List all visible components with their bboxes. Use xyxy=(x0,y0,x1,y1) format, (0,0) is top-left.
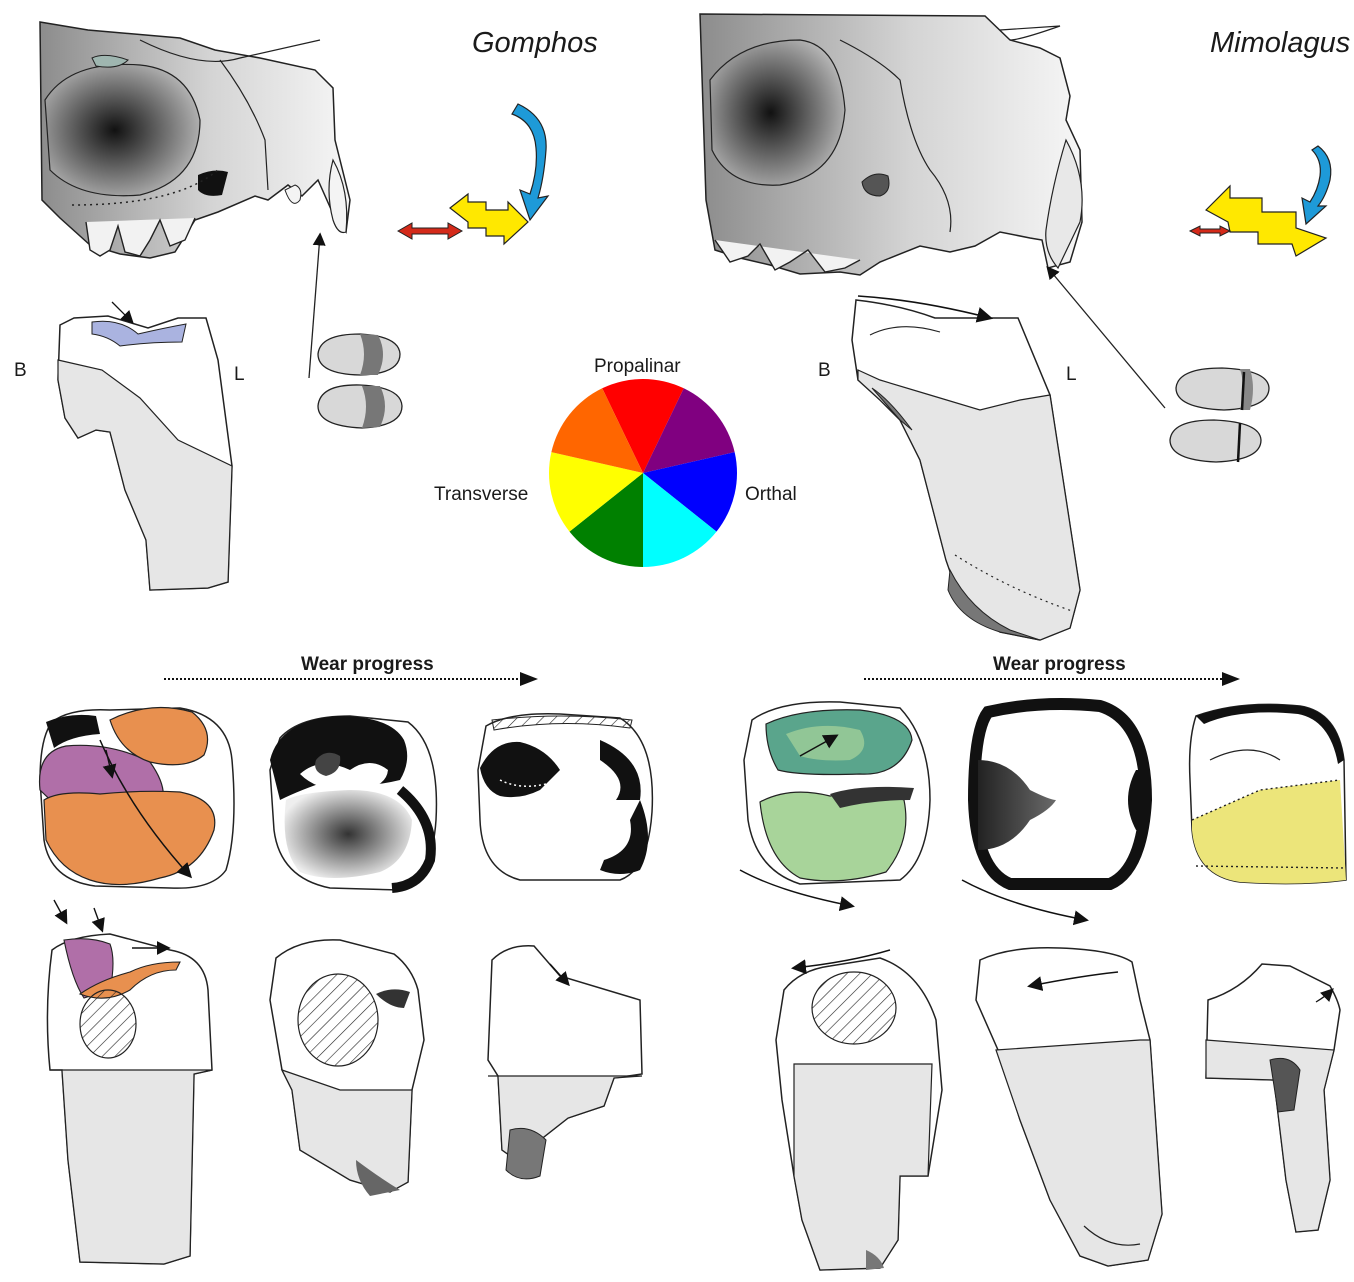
mimolagus-wear-lateral-1 xyxy=(776,950,942,1270)
gomphos-lingual-label: L xyxy=(234,364,245,385)
mimolagus-occlusal-stage-3 xyxy=(1190,704,1346,883)
gomphos-wear-lateral-3 xyxy=(488,946,642,1179)
mimolagus-occlusal-stage-2 xyxy=(962,704,1146,920)
wheel-label-orthal: Orthal xyxy=(745,484,797,505)
mimolagus-movement-arrows xyxy=(1190,146,1331,256)
gomphos-wear-lateral-1 xyxy=(47,900,212,1264)
gomphos-occlusal-stage-1 xyxy=(40,708,234,889)
mimolagus-lateral-tooth xyxy=(852,296,1080,640)
gomphos-lateral-tooth xyxy=(58,302,232,590)
chewing-direction-color-wheel xyxy=(549,379,737,567)
mimolagus-occlusal-stage-1 xyxy=(740,702,930,906)
gomphos-buccal-label: B xyxy=(14,360,27,381)
mimolagus-lingual-label: L xyxy=(1066,364,1077,385)
wear-progress-label-right: Wear progress xyxy=(993,654,1126,675)
taxon-label-mimolagus: Mimolagus xyxy=(1210,27,1350,59)
gomphos-wear-lateral-2 xyxy=(270,940,424,1196)
wheel-label-propalinar: Propalinar xyxy=(594,356,681,377)
gomphos-skull xyxy=(40,22,350,258)
mimolagus-skull xyxy=(700,14,1082,275)
mimolagus-wear-lateral-2 xyxy=(976,948,1162,1266)
mimolagus-incisor-pair xyxy=(1170,368,1269,462)
wear-progress-label-left: Wear progress xyxy=(301,654,434,675)
mimolagus-buccal-label: B xyxy=(818,360,831,381)
gomphos-incisor-pair xyxy=(318,334,402,428)
taxon-label-gomphos: Gomphos xyxy=(472,27,598,59)
mimolagus-wear-lateral-3 xyxy=(1206,964,1340,1232)
wheel-label-transverse: Transverse xyxy=(434,484,528,505)
gomphos-occlusal-stage-2 xyxy=(270,716,436,890)
gomphos-movement-arrows xyxy=(398,104,548,244)
mimolagus-incisor-pointer xyxy=(1048,268,1165,408)
gomphos-occlusal-stage-3 xyxy=(478,714,652,880)
